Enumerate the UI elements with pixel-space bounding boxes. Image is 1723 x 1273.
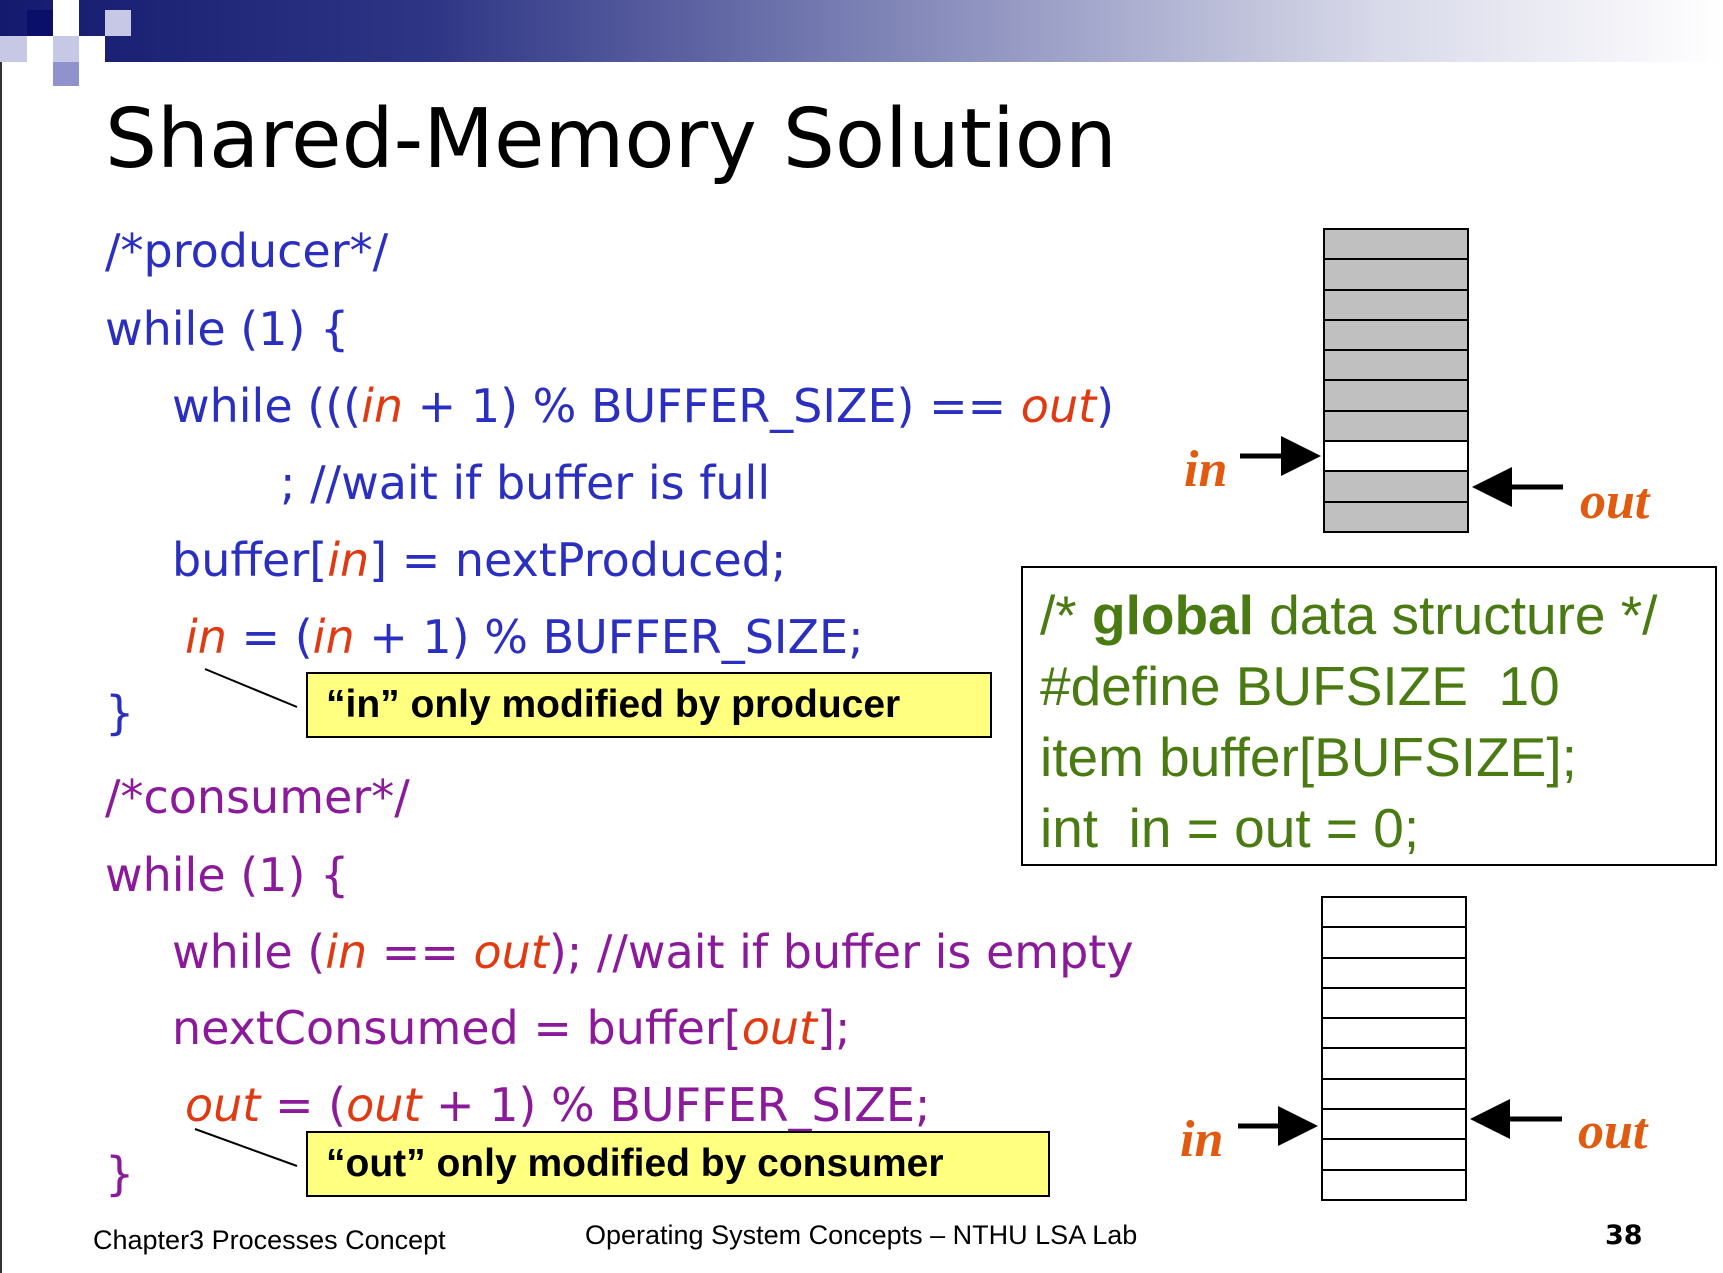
empty-buffer-diagram — [1321, 896, 1467, 1201]
code-text: ); //wait if buffer is empty — [548, 925, 1134, 979]
var-out: out — [473, 925, 549, 979]
buffer-slot — [1325, 472, 1467, 503]
code-text: ) — [1096, 379, 1115, 433]
producer-wait-line: while (((in + 1) % BUFFER_SIZE) == out) — [172, 383, 1114, 429]
buffer-slot — [1323, 1049, 1465, 1080]
buffer-slot — [1323, 988, 1465, 1020]
full-buffer-diagram — [1323, 228, 1469, 533]
producer-comment: /*producer*/ — [105, 224, 389, 278]
consumer-while: while (1) { — [105, 848, 350, 902]
decor-square — [0, 36, 27, 62]
buffer-slot — [1323, 928, 1465, 959]
buffer-slot — [1323, 1079, 1465, 1111]
callout-producer: “in” only modified by producer — [306, 672, 992, 738]
consumer-close-brace: } — [105, 1147, 135, 1201]
code-text: == — [367, 925, 474, 979]
buffer-slot — [1325, 290, 1467, 321]
slide-left-border — [0, 0, 2, 1273]
code-text: nextConsumed = buffer[ — [172, 1001, 742, 1055]
code-text: = ( — [226, 610, 313, 664]
buffer-slot — [1325, 320, 1467, 352]
var-out: out — [1020, 379, 1097, 433]
buffer-slot — [1323, 1110, 1465, 1141]
var-out: out — [185, 1078, 261, 1132]
global-line-4: int in = out = 0; — [1040, 797, 1420, 859]
var-in: in — [361, 379, 404, 433]
buffer-slot — [1323, 958, 1465, 989]
code-text: + 1) % BUFFER_SIZE; — [421, 1078, 931, 1132]
full-buffer-in-label: in — [1184, 441, 1228, 498]
buffer-slot — [1325, 230, 1467, 261]
consumer-comment: /*consumer*/ — [105, 770, 410, 824]
buffer-slot — [1325, 381, 1467, 412]
buffer-slot — [1323, 898, 1465, 929]
producer-wait-comment: ; //wait if buffer is full — [280, 456, 771, 510]
consumer-update-line: out = (out + 1) % BUFFER_SIZE; — [185, 1082, 930, 1128]
producer-assign-line: buffer[in] = nextProduced; — [172, 537, 786, 583]
code-text: buffer[ — [172, 533, 328, 587]
slide-title: Shared-Memory Solution — [105, 92, 1117, 187]
global-line-1: /* global data structure */ — [1040, 580, 1715, 651]
code-text: + 1) % BUFFER_SIZE) == — [403, 379, 1021, 433]
var-out: out — [346, 1078, 422, 1132]
code-text: data structure */ — [1253, 584, 1658, 646]
decor-square — [27, 10, 53, 36]
code-text: = ( — [260, 1078, 347, 1132]
producer-while: while (1) { — [105, 302, 350, 356]
producer-update-line: in = (in + 1) % BUFFER_SIZE; — [185, 614, 864, 660]
decor-square — [27, 36, 53, 62]
global-line-2: #define BUFSIZE 10 — [1040, 655, 1560, 717]
consumer-wait-line: while (in == out); //wait if buffer is e… — [172, 929, 1134, 975]
code-text: while ( — [172, 925, 326, 979]
buffer-slot — [1325, 442, 1467, 473]
empty-buffer-out-label: out — [1578, 1103, 1648, 1160]
code-text: /* — [1040, 584, 1092, 646]
var-in: in — [312, 610, 355, 664]
var-in: in — [327, 533, 370, 587]
buffer-slot — [1325, 260, 1467, 291]
buffer-slot — [1325, 411, 1467, 443]
var-in: in — [185, 610, 227, 664]
code-text: while ((( — [172, 379, 362, 433]
consumer-take-line: nextConsumed = buffer[out]; — [172, 1005, 851, 1051]
decor-square — [105, 10, 131, 36]
empty-buffer-in-label: in — [1180, 1111, 1224, 1168]
code-text: + 1) % BUFFER_SIZE; — [354, 610, 864, 664]
page-number: 38 — [1605, 1220, 1643, 1251]
code-text: ] = nextProduced; — [369, 533, 787, 587]
code-text: ]; — [817, 1001, 851, 1055]
callout-consumer: “out” only modified by consumer — [306, 1131, 1050, 1197]
buffer-slot — [1325, 502, 1467, 533]
footer-course: Operating System Concepts – NTHU LSA Lab — [585, 1220, 1138, 1250]
buffer-slot — [1323, 1140, 1465, 1171]
buffer-slot — [1325, 351, 1467, 382]
full-buffer-out-label: out — [1580, 473, 1650, 530]
title-bar-gradient — [0, 0, 1723, 62]
decor-square — [53, 62, 79, 86]
buffer-slot — [1323, 1170, 1465, 1201]
global-data-box: /* global data structure */ #define BUFS… — [1021, 566, 1717, 866]
decor-square — [79, 36, 105, 62]
var-in: in — [325, 925, 368, 979]
decor-square — [53, 36, 79, 62]
global-keyword: global — [1091, 584, 1254, 646]
producer-close-brace: } — [105, 686, 135, 740]
global-line-3: item buffer[BUFSIZE]; — [1040, 726, 1577, 788]
buffer-slot — [1323, 1019, 1465, 1050]
decor-square — [53, 0, 79, 36]
footer-chapter: Chapter3 Processes Concept — [93, 1225, 446, 1255]
var-out: out — [741, 1001, 818, 1055]
